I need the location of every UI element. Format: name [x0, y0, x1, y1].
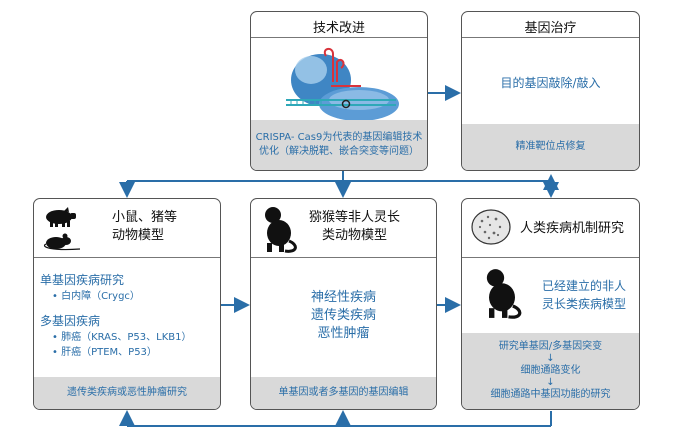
multi-gene-item-1: • 肺癌（KRAS、P53、LKB1） [52, 332, 192, 343]
crispr-cas9-icon [286, 48, 399, 121]
primate-title-line-1: 猕猴等非人灵长 [309, 210, 401, 225]
flow-arrow-1: ↓ [546, 353, 555, 364]
therapy-footer: 精准靶位点修复 [462, 124, 639, 170]
human-box: 人类疾病机制研究 已经建立的非人 灵长类疾病模型 研究单基因/多基因突变 ↓ 细… [461, 198, 640, 410]
rodent-content: 单基因疾病研究 • 白内障（Crygc） 多基因疾病 • 肺癌（KRAS、P53… [40, 271, 191, 360]
tech-footer: CRISPA- Cas9为代表的基因编辑技术 优化（解决脱靶、嵌合突变等问题） [251, 120, 427, 170]
therapy-main: 目的基因敲除/敲入 [500, 76, 601, 90]
rodent-footer-text: 遗传类疾病或恶性肿瘤研究 [67, 387, 187, 398]
rodent-title-line-1: 小鼠、猪等 [112, 210, 178, 225]
multi-gene-heading: 多基因疾病 [40, 314, 101, 328]
primate-box: 猕猴等非人灵长 类动物模型 神经性疾病 遗传类疾病 恶性肿瘤 单基因或者多基因的… [250, 198, 437, 410]
multi-gene-item-2: • 肝癌（PTEM、P53） [52, 347, 157, 358]
single-gene-heading: 单基因疾病研究 [40, 273, 125, 287]
human-model-text: 已经建立的非人 灵长类疾病模型 [542, 277, 626, 313]
tech-footer-line-1: CRISPA- Cas9为代表的基因编辑技术 [255, 132, 423, 143]
primate-title: 猕猴等非人灵长 类动物模型 [309, 209, 400, 245]
tech-title: 技术改进 [312, 21, 365, 36]
primate-disease-3: 恶性肿瘤 [317, 326, 370, 341]
tech-box: 技术改进 CRISPA- Cas9为代表的基因编辑技术 优化（解决脱靶、嵌合突变… [250, 11, 428, 171]
flow-arrow-2: ↓ [546, 377, 555, 388]
primate-footer-text: 单基因或者多基因的基因编辑 [278, 387, 409, 398]
rodent-title: 小鼠、猪等 动物模型 [112, 209, 177, 245]
primate-diseases: 神经性疾病 遗传类疾病 恶性肿瘤 [251, 289, 436, 343]
therapy-footer-text: 精准靶位点修复 [515, 141, 586, 152]
primate-footer: 单基因或者多基因的基因编辑 [251, 377, 436, 409]
single-gene-item: • 白内障（Crygc） [52, 291, 140, 302]
flow-step-3: 细胞通路中基因功能的研究 [490, 389, 611, 400]
mouse-icon [43, 233, 81, 251]
therapy-title: 基因治疗 [524, 21, 577, 36]
rodent-title-line-2: 动物模型 [112, 228, 165, 243]
tech-footer-line-2: 优化（解决脱靶、嵌合突变等问题） [259, 146, 419, 157]
therapy-box: 基因治疗 目的基因敲除/敲入 精准靶位点修复 [461, 11, 640, 171]
monkey-icon [486, 269, 522, 319]
rodent-footer: 遗传类疾病或恶性肿瘤研究 [34, 377, 220, 409]
pig-icon [46, 207, 76, 227]
human-title: 人类疾病机制研究 [520, 221, 625, 236]
flow-step-2: 细胞通路变化 [520, 365, 581, 376]
human-flow: 研究单基因/多基因突变 ↓ 细胞通路变化 ↓ 细胞通路中基因功能的研究 [462, 333, 639, 409]
primate-disease-1: 神经性疾病 [310, 290, 376, 305]
primate-title-line-2: 类动物模型 [322, 228, 388, 243]
flow-step-1: 研究单基因/多基因突变 [498, 341, 603, 352]
cell-icon [471, 209, 511, 245]
human-model-line-2: 灵长类疾病模型 [542, 297, 627, 311]
human-model-line-1: 已经建立的非人 [542, 279, 627, 293]
monkey-icon [265, 207, 297, 253]
primate-disease-2: 遗传类疾病 [310, 308, 376, 323]
rodent-box: 小鼠、猪等 动物模型 单基因疾病研究 • 白内障（Crygc） 多基因疾病 • … [33, 198, 221, 410]
